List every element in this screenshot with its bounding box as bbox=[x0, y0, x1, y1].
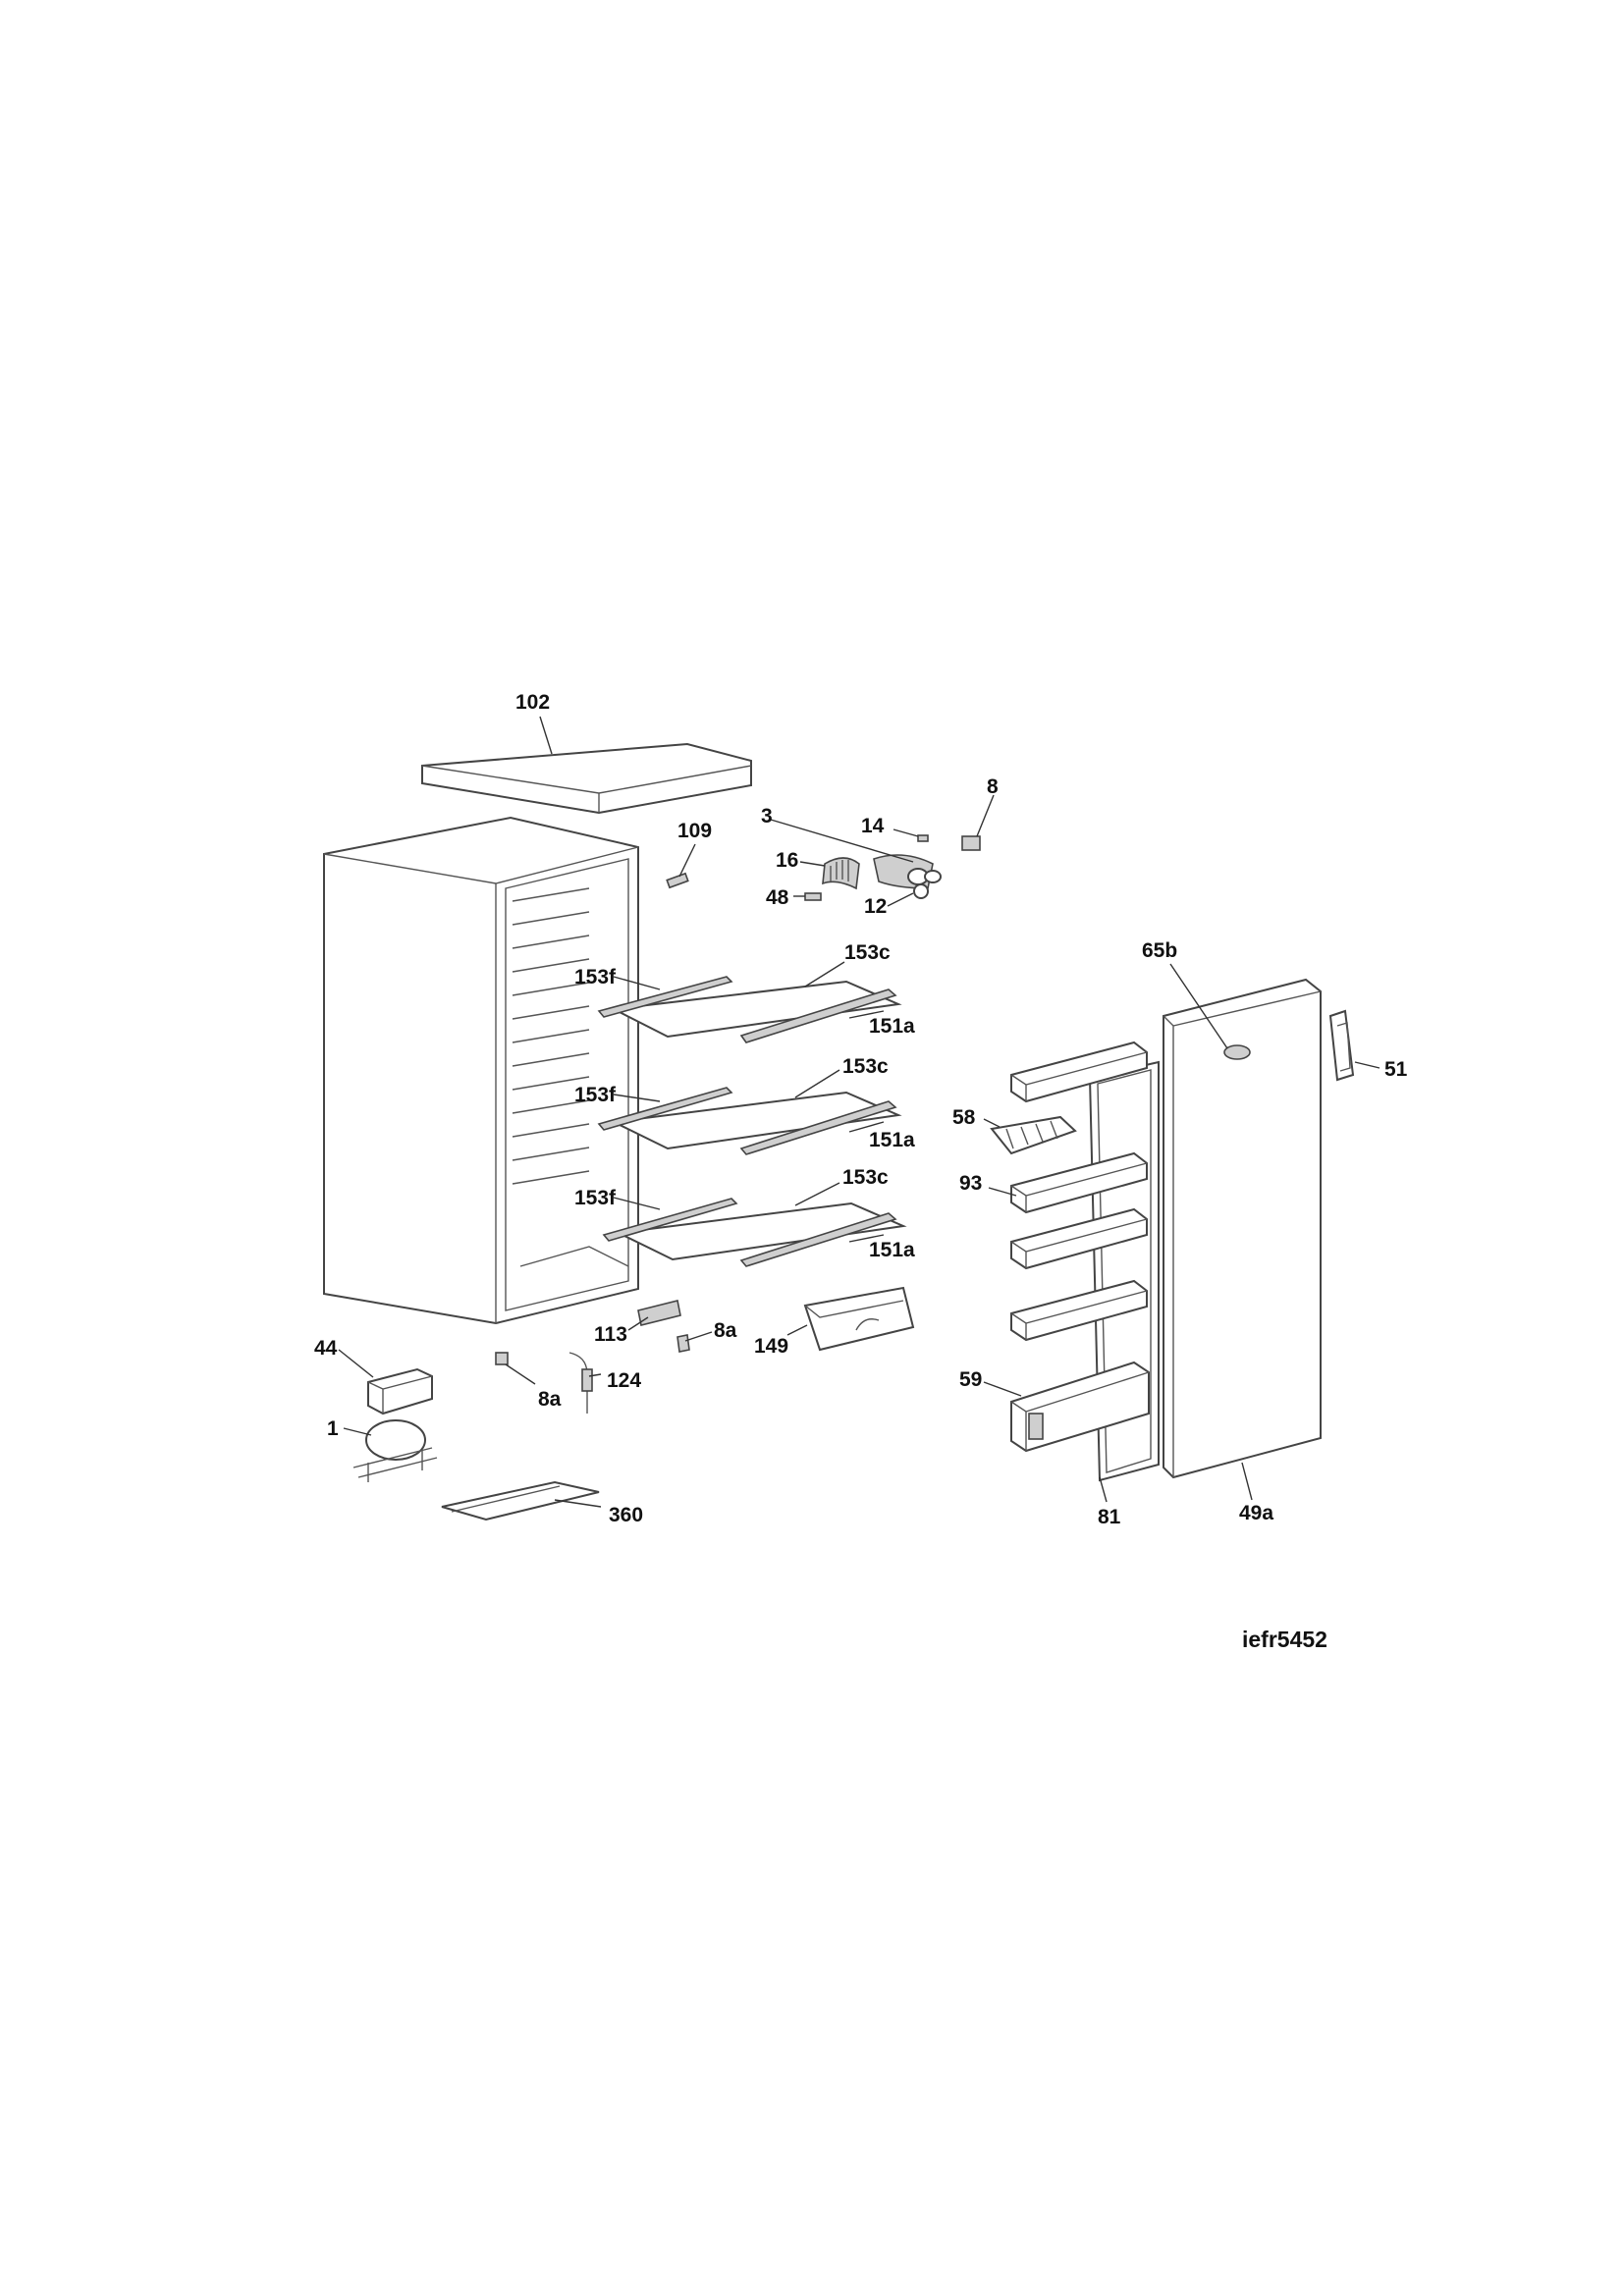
door-bin-4 bbox=[1010, 1279, 1148, 1342]
label-59: 59 bbox=[959, 1368, 982, 1391]
label-151a-middle: 151a bbox=[869, 1129, 915, 1151]
label-153f-bottom: 153f bbox=[574, 1187, 617, 1209]
label-16: 16 bbox=[776, 849, 798, 872]
door-bin-2 bbox=[1010, 1151, 1148, 1214]
compressor-part bbox=[352, 1419, 438, 1482]
cabinet-body-part bbox=[323, 816, 639, 1325]
hinge-pin-part bbox=[666, 872, 689, 889]
label-124: 124 bbox=[607, 1369, 641, 1392]
foot-part bbox=[495, 1352, 509, 1365]
label-153c-top: 153c bbox=[844, 941, 891, 964]
label-151a-top: 151a bbox=[869, 1015, 915, 1038]
sensor-probe-part bbox=[568, 1352, 593, 1414]
label-44: 44 bbox=[314, 1337, 338, 1360]
bottom-hinge-part bbox=[637, 1300, 690, 1353]
cabinet-rails bbox=[512, 887, 629, 1267]
label-12: 12 bbox=[864, 895, 887, 918]
lamp-assembly-part bbox=[804, 834, 981, 901]
crisper-drawer-part bbox=[803, 1286, 915, 1352]
glass-shelf-1 bbox=[597, 976, 902, 1043]
label-48: 48 bbox=[766, 886, 789, 909]
glass-shelf-2 bbox=[597, 1087, 902, 1155]
label-8a-upper: 8a bbox=[714, 1319, 737, 1342]
label-3: 3 bbox=[761, 805, 773, 828]
label-51: 51 bbox=[1384, 1058, 1408, 1081]
label-109: 109 bbox=[677, 820, 712, 842]
diagram-reference-code: iefr5452 bbox=[1242, 1627, 1327, 1652]
label-49a: 49a bbox=[1239, 1502, 1273, 1524]
label-153c-bottom: 153c bbox=[842, 1166, 889, 1189]
label-8: 8 bbox=[987, 775, 999, 798]
thermostat-knob-part bbox=[822, 857, 860, 890]
door-handle-part bbox=[1328, 1009, 1355, 1082]
door-bin-3 bbox=[1010, 1207, 1148, 1270]
label-8a-lower: 8a bbox=[538, 1388, 562, 1411]
label-81: 81 bbox=[1098, 1506, 1121, 1528]
door-bin-1 bbox=[1010, 1041, 1148, 1103]
label-153c-middle: 153c bbox=[842, 1055, 889, 1078]
door-panel-part bbox=[1163, 978, 1322, 1479]
drip-tray-part bbox=[441, 1480, 600, 1522]
door-bin-bottle bbox=[1010, 1361, 1150, 1453]
label-14: 14 bbox=[861, 815, 885, 837]
label-65b: 65b bbox=[1142, 939, 1177, 962]
part-labels: 102 109 3 14 8 16 48 12 153c 153f 151a 1… bbox=[314, 691, 1408, 1528]
label-1: 1 bbox=[327, 1417, 339, 1440]
label-360: 360 bbox=[609, 1504, 643, 1526]
egg-tray-part bbox=[990, 1115, 1077, 1155]
label-58: 58 bbox=[952, 1106, 976, 1129]
label-153f-middle: 153f bbox=[574, 1084, 617, 1106]
glass-shelf-3 bbox=[602, 1198, 907, 1267]
leader-lines bbox=[338, 716, 1380, 1508]
top-cover-part bbox=[421, 742, 752, 815]
label-149: 149 bbox=[754, 1335, 788, 1358]
control-box-part bbox=[367, 1367, 433, 1415]
label-151a-bottom: 151a bbox=[869, 1239, 915, 1261]
label-113: 113 bbox=[594, 1323, 627, 1346]
label-102: 102 bbox=[515, 691, 550, 714]
label-93: 93 bbox=[959, 1172, 982, 1195]
label-153f-top: 153f bbox=[574, 966, 617, 988]
